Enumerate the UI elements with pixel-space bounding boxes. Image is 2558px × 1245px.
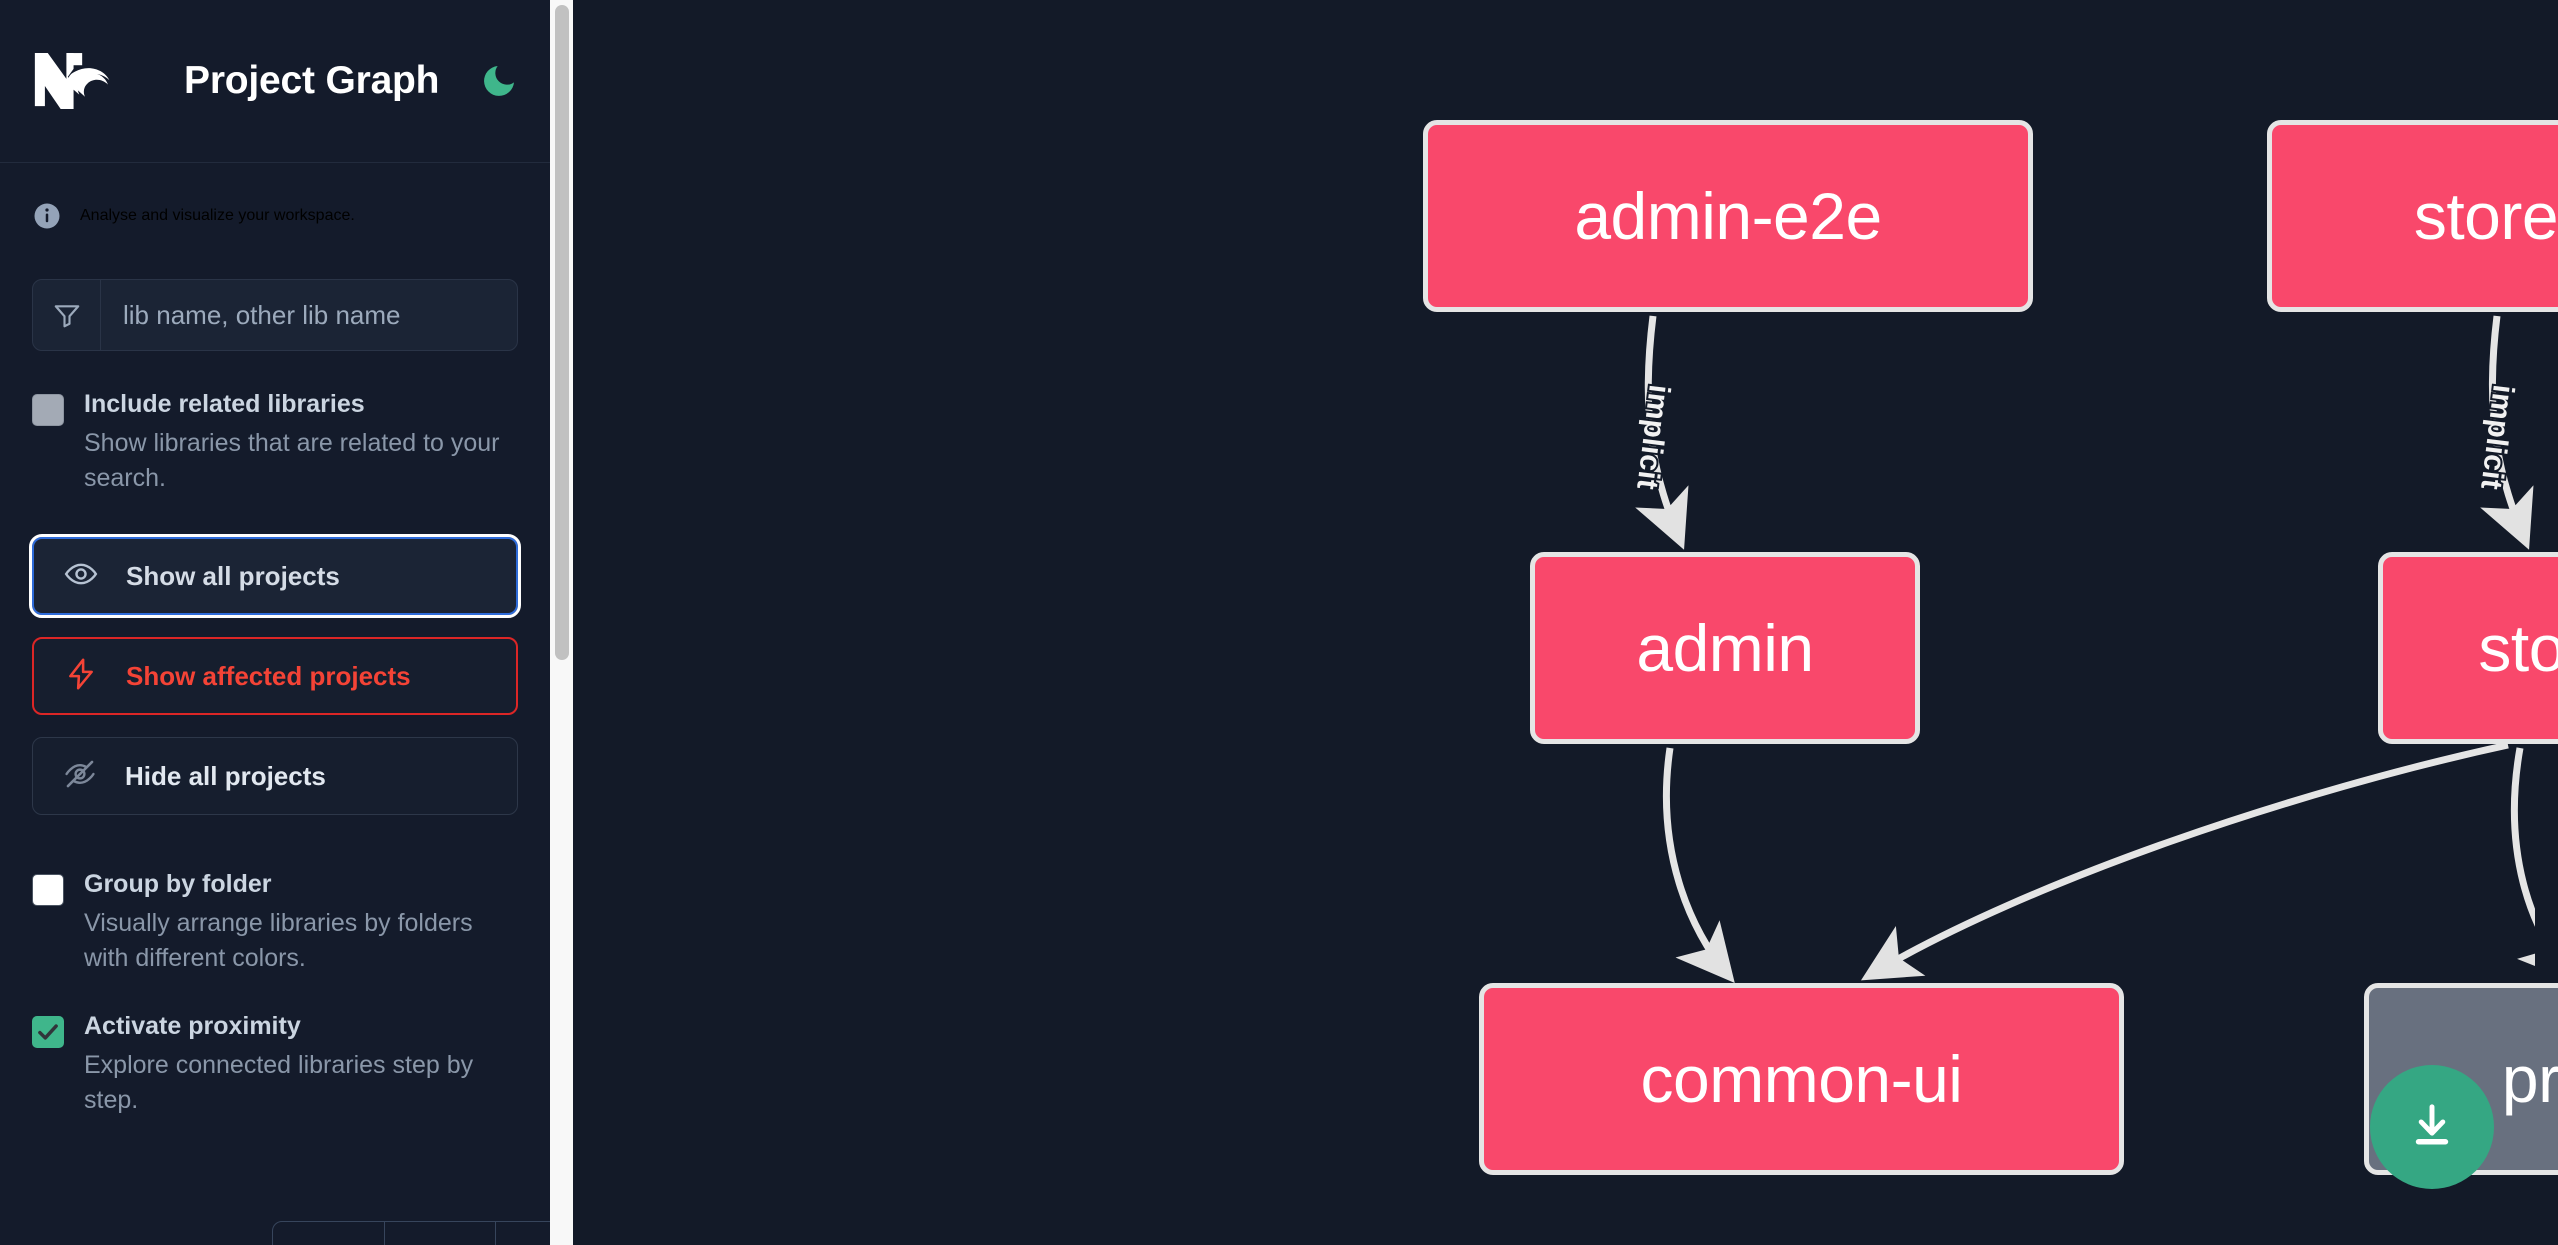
show-affected-projects-button[interactable]: Show affected projects bbox=[32, 637, 518, 715]
search-input[interactable] bbox=[101, 280, 517, 350]
segment-1[interactable] bbox=[273, 1222, 385, 1245]
sidebar-header: Project Graph bbox=[0, 0, 550, 163]
sidebar-scrollbar-thumb[interactable] bbox=[555, 5, 569, 660]
group-by-folder-checkbox[interactable] bbox=[32, 874, 64, 906]
option-title: Group by folder bbox=[84, 870, 272, 898]
graph-node-admin-e2e[interactable]: admin-e2e bbox=[1423, 120, 2033, 312]
graph-action-buttons: Show all projects Show affected projects bbox=[29, 534, 521, 815]
node-label: common-ui bbox=[1640, 1042, 1963, 1116]
hide-all-projects-label: Hide all projects bbox=[125, 760, 326, 791]
activate-proximity-checkbox[interactable] bbox=[32, 1016, 64, 1048]
option-title: Activate proximity bbox=[84, 1012, 301, 1040]
option-title: Include related libraries bbox=[84, 390, 365, 418]
page-title: Project Graph bbox=[184, 59, 440, 102]
sidebar-scrollbar[interactable] bbox=[550, 0, 573, 1245]
node-label: products bbox=[2501, 1042, 2558, 1116]
search-field-wrapper[interactable] bbox=[32, 279, 518, 351]
sidebar: Project Graph Analyse and visualize your… bbox=[0, 0, 550, 1245]
graph-canvas[interactable]: admin-e2e store-e2e admin store common-u… bbox=[550, 0, 2558, 1245]
graph-node-store-e2e[interactable]: store-e2e bbox=[2267, 120, 2558, 312]
sidebar-info: Analyse and visualize your workspace. bbox=[0, 163, 550, 231]
segment-2[interactable] bbox=[385, 1222, 497, 1245]
option-description: Explore connected libraries step by step… bbox=[84, 1051, 474, 1114]
node-label: store-e2e bbox=[2413, 179, 2558, 253]
graph-node-admin[interactable]: admin bbox=[1530, 552, 1920, 744]
eye-off-icon bbox=[63, 757, 97, 796]
include-related-libraries-checkbox[interactable] bbox=[32, 394, 64, 426]
node-label: admin-e2e bbox=[1574, 179, 1882, 253]
segmented-control[interactable] bbox=[272, 1221, 550, 1245]
graph-node-common-ui[interactable]: common-ui bbox=[1479, 983, 2124, 1175]
show-affected-projects-label: Show affected projects bbox=[126, 660, 411, 691]
option-activate-proximity[interactable]: Activate proximity Explore connected lib… bbox=[32, 1011, 518, 1117]
download-icon bbox=[2405, 1099, 2459, 1156]
lightning-bolt-icon bbox=[64, 657, 98, 696]
eye-icon bbox=[64, 557, 98, 596]
node-label: admin bbox=[1636, 611, 1814, 685]
sidebar-info-text: Analyse and visualize your workspace. bbox=[80, 207, 355, 224]
moon-icon[interactable] bbox=[479, 58, 519, 104]
show-all-projects-label: Show all projects bbox=[126, 560, 340, 591]
hide-all-projects-button[interactable]: Hide all projects bbox=[32, 737, 518, 815]
show-all-projects-button[interactable]: Show all projects bbox=[29, 534, 521, 618]
segment-3[interactable] bbox=[496, 1222, 550, 1245]
nx-logo-icon bbox=[32, 50, 118, 112]
filter-icon bbox=[33, 280, 101, 350]
info-circle-icon bbox=[32, 201, 62, 231]
download-graph-button[interactable] bbox=[2370, 1065, 2494, 1189]
graph-edges bbox=[1635, 315, 2535, 984]
option-description: Visually arrange libraries by folders wi… bbox=[84, 909, 473, 972]
node-label: store bbox=[2478, 611, 2558, 685]
option-group-by-folder[interactable]: Group by folder Visually arrange librari… bbox=[32, 869, 518, 975]
option-include-related-libraries[interactable]: Include related libraries Show libraries… bbox=[32, 389, 518, 495]
option-description: Show libraries that are related to your … bbox=[84, 429, 500, 492]
graph-node-store[interactable]: store bbox=[2378, 552, 2558, 744]
